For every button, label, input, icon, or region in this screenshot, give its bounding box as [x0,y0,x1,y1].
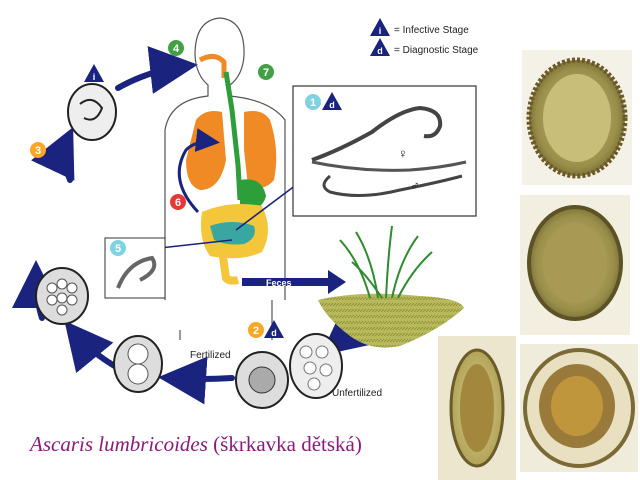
male-worm [322,174,463,198]
small-intestine [210,222,255,245]
female-symbol: ♀ [398,146,408,161]
unfertilized-label: Unfertilized [332,388,382,399]
feces-arrow [242,270,346,294]
infective-triangle-cycle: i [84,64,104,82]
step-badge-3: 3 [30,142,46,158]
caption: Ascaris lumbricoides (škrkavka dětská) [30,432,362,457]
right-lung [244,111,277,188]
egg-photo-decorticated [520,344,638,472]
embryonated-egg [67,83,117,141]
female-worm-tail [311,160,467,172]
two-cell-egg [113,335,163,393]
unfertilized-egg [289,333,343,399]
svg-text:1: 1 [310,97,316,109]
step-badge-5: 5 [110,240,126,256]
svg-text:= Infective Stage: = Infective Stage [394,25,469,36]
svg-text:i: i [93,72,96,82]
svg-text:4: 4 [173,43,180,55]
step-badge-7: 7 [258,64,274,80]
adult-worms-box [292,85,477,217]
fertilized-label: Fertilized [190,350,231,361]
left-lung [186,111,226,190]
egg-photo-mammillated [522,50,632,185]
multicell-egg [35,267,89,325]
connector-line [159,239,233,249]
species-name: Ascaris lumbricoides [30,432,208,456]
diagnostic-triangle-worms: d [322,92,342,110]
svg-text:2: 2 [253,325,259,337]
stomach [240,179,266,212]
rectum [218,249,239,285]
larva [116,255,157,289]
svg-text:d: d [329,100,335,110]
svg-text:6: 6 [175,197,181,209]
feces-label: Feces [266,278,292,288]
svg-text:5: 5 [115,243,121,255]
soil [318,293,464,348]
migration-arrow [177,128,220,214]
svg-text:3: 3 [35,145,41,157]
connector-line [235,181,301,231]
egg-photo-fertile [520,195,630,335]
step-badge-6: 6 [170,194,186,210]
step-badge-2: 2 [248,322,264,338]
svg-text:d: d [271,328,277,338]
legend: i = Infective Stage d = Diagnostic Stage [370,18,479,56]
common-name: (škrkavka dětská) [207,432,362,456]
esophagus [223,71,243,201]
grass [339,225,433,299]
step-badge-4: 4 [168,40,184,56]
diagnostic-triangle-eggs: d [264,320,284,338]
step-badge-1: 1 [305,94,321,110]
svg-text:7: 7 [263,67,269,79]
fertilized-egg [235,351,289,409]
svg-text:d: d [377,46,383,56]
svg-text:i: i [379,26,382,36]
throat [198,54,227,78]
svg-text:= Diagnostic Stage: = Diagnostic Stage [394,45,479,56]
female-worm [311,105,443,162]
egg-photo-unfertilized [438,336,516,480]
male-symbol: ♂ [410,178,420,193]
